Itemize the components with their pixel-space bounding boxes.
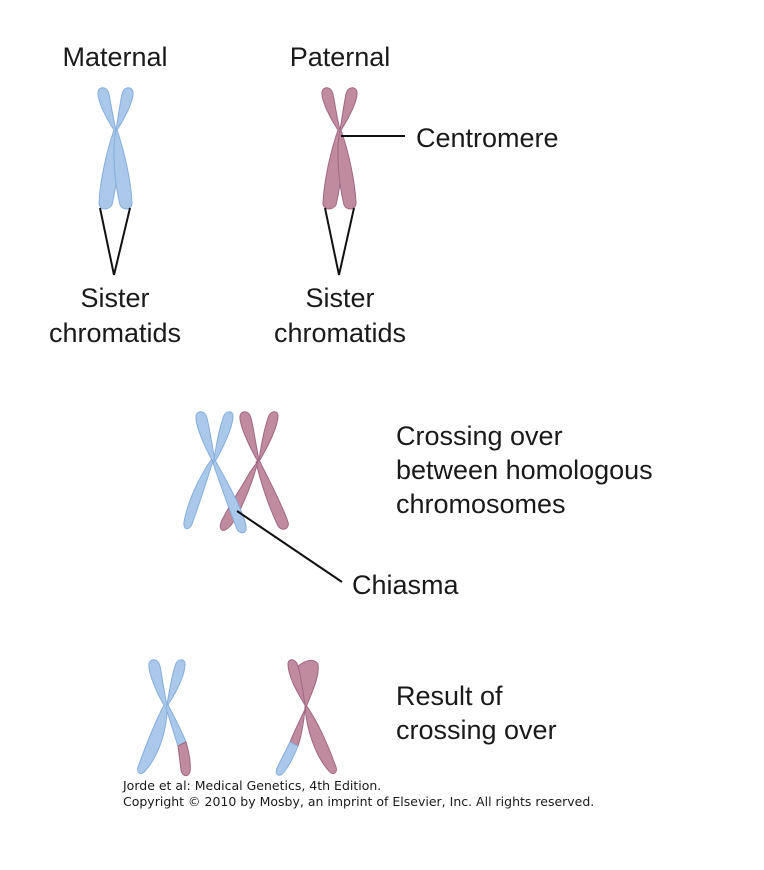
maternal-chromatid-upper-left bbox=[195, 411, 216, 461]
credit-line-2: Copyright © 2010 by Mosby, an imprint of… bbox=[123, 794, 594, 809]
maternal-label: Maternal bbox=[62, 42, 167, 72]
chiasma-label: Chiasma bbox=[352, 570, 460, 600]
crossing-over-label-line2: between homologous bbox=[396, 455, 653, 485]
result-label-line1: Result of bbox=[396, 681, 503, 711]
centromere-label: Centromere bbox=[416, 123, 559, 153]
paternal-label: Paternal bbox=[290, 42, 391, 72]
recombinant-paternal-maternal-segment bbox=[275, 741, 299, 776]
maternal-chromatid-lower-left bbox=[183, 459, 214, 530]
credit-line-1: Jorde et al: Medical Genetics, 4th Editi… bbox=[122, 778, 381, 793]
maternal-chromatid-upper-right bbox=[213, 411, 234, 461]
chromatids-label-2: chromatids bbox=[274, 318, 406, 348]
paternal-chromatid-lower-right bbox=[255, 459, 289, 530]
crossing-over-pair bbox=[183, 411, 289, 534]
sister-chromatids-pointer-2 bbox=[324, 207, 355, 276]
paternal-chromatid-right bbox=[337, 87, 358, 210]
paternal-chromatid-upper-left bbox=[239, 411, 260, 461]
recombinant-paternal-chromosome bbox=[275, 659, 337, 776]
maternal-chromatid-lower-right bbox=[212, 459, 247, 534]
chiasma-pointer bbox=[236, 510, 343, 583]
maternal-chromosome bbox=[97, 87, 134, 210]
paternal-chromatid-upper-right bbox=[258, 411, 279, 461]
recombinant-paternal-chromatid-left-upper bbox=[289, 659, 319, 747]
recombinant-maternal-chromatid-left bbox=[137, 659, 168, 775]
sister-label-1: Sister bbox=[80, 283, 149, 313]
result-label-line2: crossing over bbox=[396, 715, 557, 745]
recombinant-maternal-chromosome bbox=[137, 659, 191, 777]
recombinant-maternal-chromatid-right-upper bbox=[165, 659, 187, 747]
maternal-chromatid-right bbox=[113, 87, 134, 210]
chromatids-label-1: chromatids bbox=[49, 318, 181, 348]
recombinant-maternal-paternal-segment bbox=[177, 741, 191, 777]
crossing-over-label-line3: chromosomes bbox=[396, 489, 566, 519]
paternal-chromosome bbox=[321, 87, 358, 210]
sister-chromatids-pointer-1 bbox=[99, 207, 131, 276]
crossing-over-label-line1: Crossing over bbox=[396, 421, 563, 451]
sister-label-2: Sister bbox=[305, 283, 374, 313]
